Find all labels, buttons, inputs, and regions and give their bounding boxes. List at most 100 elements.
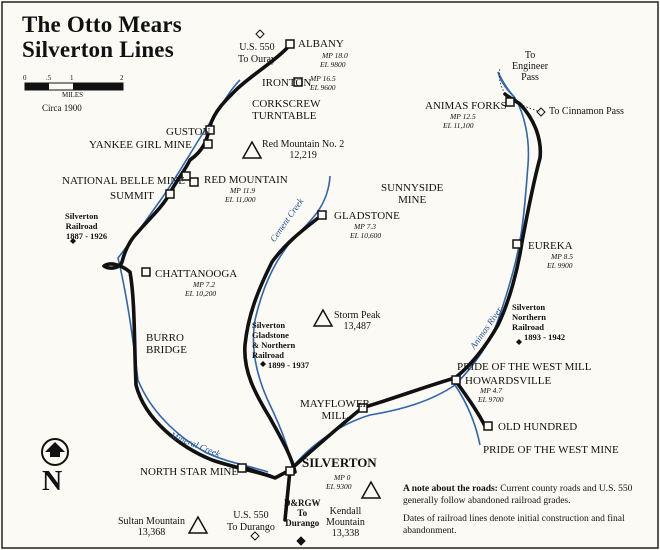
- railroad-date-markers: [70, 238, 522, 367]
- chattanooga-label: CHATTANOOGA: [155, 268, 238, 280]
- mountain-markers: [187, 140, 382, 534]
- roads: [498, 67, 541, 113]
- north-star-spur: [243, 466, 272, 478]
- silverton-railroad-label: Silverton Railroad 1887 - 1926: [65, 211, 108, 241]
- silverton-label: SILVERTON: [302, 455, 377, 470]
- mineral-creek: [117, 79, 269, 473]
- redmtn2-triangle: [241, 140, 263, 159]
- eureka-marker: [512, 239, 522, 249]
- gladstone-marker: [317, 210, 327, 220]
- burro-bridge-label: BURRO BRIDGE: [146, 332, 187, 356]
- animas-forks-el: EL 11,100: [443, 121, 474, 130]
- scale-unit: MILES: [62, 91, 83, 99]
- chattanooga-mp: MP 7.2: [193, 280, 215, 289]
- road-engineer: [498, 67, 506, 95]
- howardsville-label: HOWARDSVILLE: [465, 375, 552, 387]
- old-hundred-label: OLD HUNDRED: [498, 421, 578, 433]
- scale-tick-1: 1: [70, 74, 74, 82]
- red-mountain-label: RED MOUNTAIN: [204, 174, 288, 186]
- animasforks-marker: [505, 97, 515, 107]
- eureka-el: EL 9900: [547, 261, 573, 270]
- mayflower-marker: [358, 403, 368, 413]
- northern-rr-diamond: [516, 339, 522, 345]
- animas-forks-label: ANIMAS FORKS: [425, 100, 507, 112]
- ironton-mp: MP 16.5: [310, 74, 336, 83]
- circa-label: Circa 1900: [42, 103, 82, 113]
- animas-forks-mp: MP 12.5: [450, 112, 476, 121]
- storm-peak-label: Storm Peak 13,487: [334, 310, 381, 332]
- oldhundred-marker: [483, 421, 493, 431]
- chattanooga-el: EL 10,200: [185, 289, 217, 298]
- howardsville-el: EL 9700: [478, 395, 504, 404]
- chattanooga-marker: [141, 267, 151, 277]
- howardsville-mp: MP 4.7: [480, 386, 502, 395]
- drgw-diamond: [296, 536, 306, 546]
- silverton-mp: MP 0: [334, 473, 351, 482]
- red-mountain-mp: MP 11.9: [230, 186, 256, 195]
- eureka-mp: MP 8.5: [551, 252, 573, 261]
- map-title: The Otto Mears Silverton Lines: [22, 12, 182, 62]
- ironton-marker: [293, 77, 303, 87]
- pride-mill-label: PRIDE OF THE WEST MILL: [457, 361, 592, 373]
- north-star-label: NORTH STAR MINE: [140, 466, 239, 478]
- compass-north-letter: N: [42, 466, 63, 497]
- sgn-railroad-line: [243, 213, 324, 474]
- silverton-rr-diamond: [70, 238, 76, 244]
- howardsville-marker: [451, 375, 461, 385]
- sunnyside-label: SUNNYSIDE MINE: [381, 182, 444, 206]
- us550-south-diamond: [250, 531, 260, 541]
- us550-north-label: U.S. 550 To Ouray: [238, 42, 276, 65]
- animas-river: [289, 71, 530, 471]
- note-text-2: Dates of railroad lines denote initial c…: [403, 514, 625, 536]
- northstar-marker: [237, 463, 247, 473]
- gladstone-el: EL 10,600: [350, 231, 382, 240]
- durango-spur: [283, 468, 292, 522]
- stormpeak-triangle: [312, 308, 334, 327]
- sultan-mountain-label: Sultan Mountain 13,368: [118, 516, 185, 538]
- silverton-el: EL 9300: [326, 482, 352, 491]
- note-text-1: Current county roads and U.S. 550 genera…: [403, 484, 633, 506]
- albany-el: EL 9800: [320, 60, 346, 69]
- yankee-girl-label: YANKEE GIRL MINE: [89, 139, 192, 151]
- guston-marker: [205, 125, 215, 135]
- sgn-railroad-label: Silverton Gladstone & Northern Railroad …: [252, 320, 310, 370]
- summit-marker: [165, 189, 175, 199]
- drgw-label: D&RGW To Durango: [284, 498, 321, 528]
- scale-bar: [24, 82, 124, 91]
- albany-marker: [285, 39, 295, 49]
- us550-north-diamond: [255, 29, 265, 39]
- howardsville-creek: [454, 384, 481, 446]
- red-mountain-2-label: Red Mountain No. 2 12,219: [262, 139, 345, 161]
- northern-railroad-label: Silverton Northern Railroad 1893 - 1942: [512, 302, 566, 342]
- sgn-rr-diamond: [260, 361, 266, 367]
- scale-tick-2: 2: [120, 74, 124, 82]
- natbelle-marker: [181, 171, 191, 181]
- town-markers: [141, 39, 522, 476]
- albany-mp: MP 18.0: [322, 51, 348, 60]
- us550-south-label: U.S. 550 To Durango: [227, 510, 275, 533]
- ironton-label: IRONTON: [262, 77, 312, 89]
- kendall-triangle: [360, 480, 382, 499]
- yankee-marker: [203, 139, 213, 149]
- cinnamon-diamond: [536, 107, 546, 117]
- roads-note: A note about the roads: Current county r…: [403, 483, 653, 537]
- sultan-triangle: [187, 515, 209, 534]
- pride-mine-label: PRIDE OF THE WEST MINE: [483, 444, 619, 456]
- scale-tick-half: .5: [46, 74, 52, 82]
- silverton-marker: [285, 466, 295, 476]
- eureka-label: EUREKA: [528, 240, 573, 252]
- red-mountain-el: EL 11,000: [225, 195, 256, 204]
- kendall-mountain-label: Kendall Mountain 13,338: [326, 506, 365, 539]
- corkscrew-label: CORKSCREW TURNTABLE: [252, 98, 321, 122]
- albany-label: ALBANY: [298, 38, 344, 50]
- engineer-pass-label: To Engineer Pass: [512, 50, 549, 83]
- compass-icon: [41, 438, 69, 466]
- redmtn-marker: [189, 177, 199, 187]
- ironton-el: EL 9600: [310, 83, 336, 92]
- rivers: [117, 71, 530, 473]
- animas-north-fork: [497, 71, 516, 99]
- gladstone-mp: MP 7.3: [354, 222, 376, 231]
